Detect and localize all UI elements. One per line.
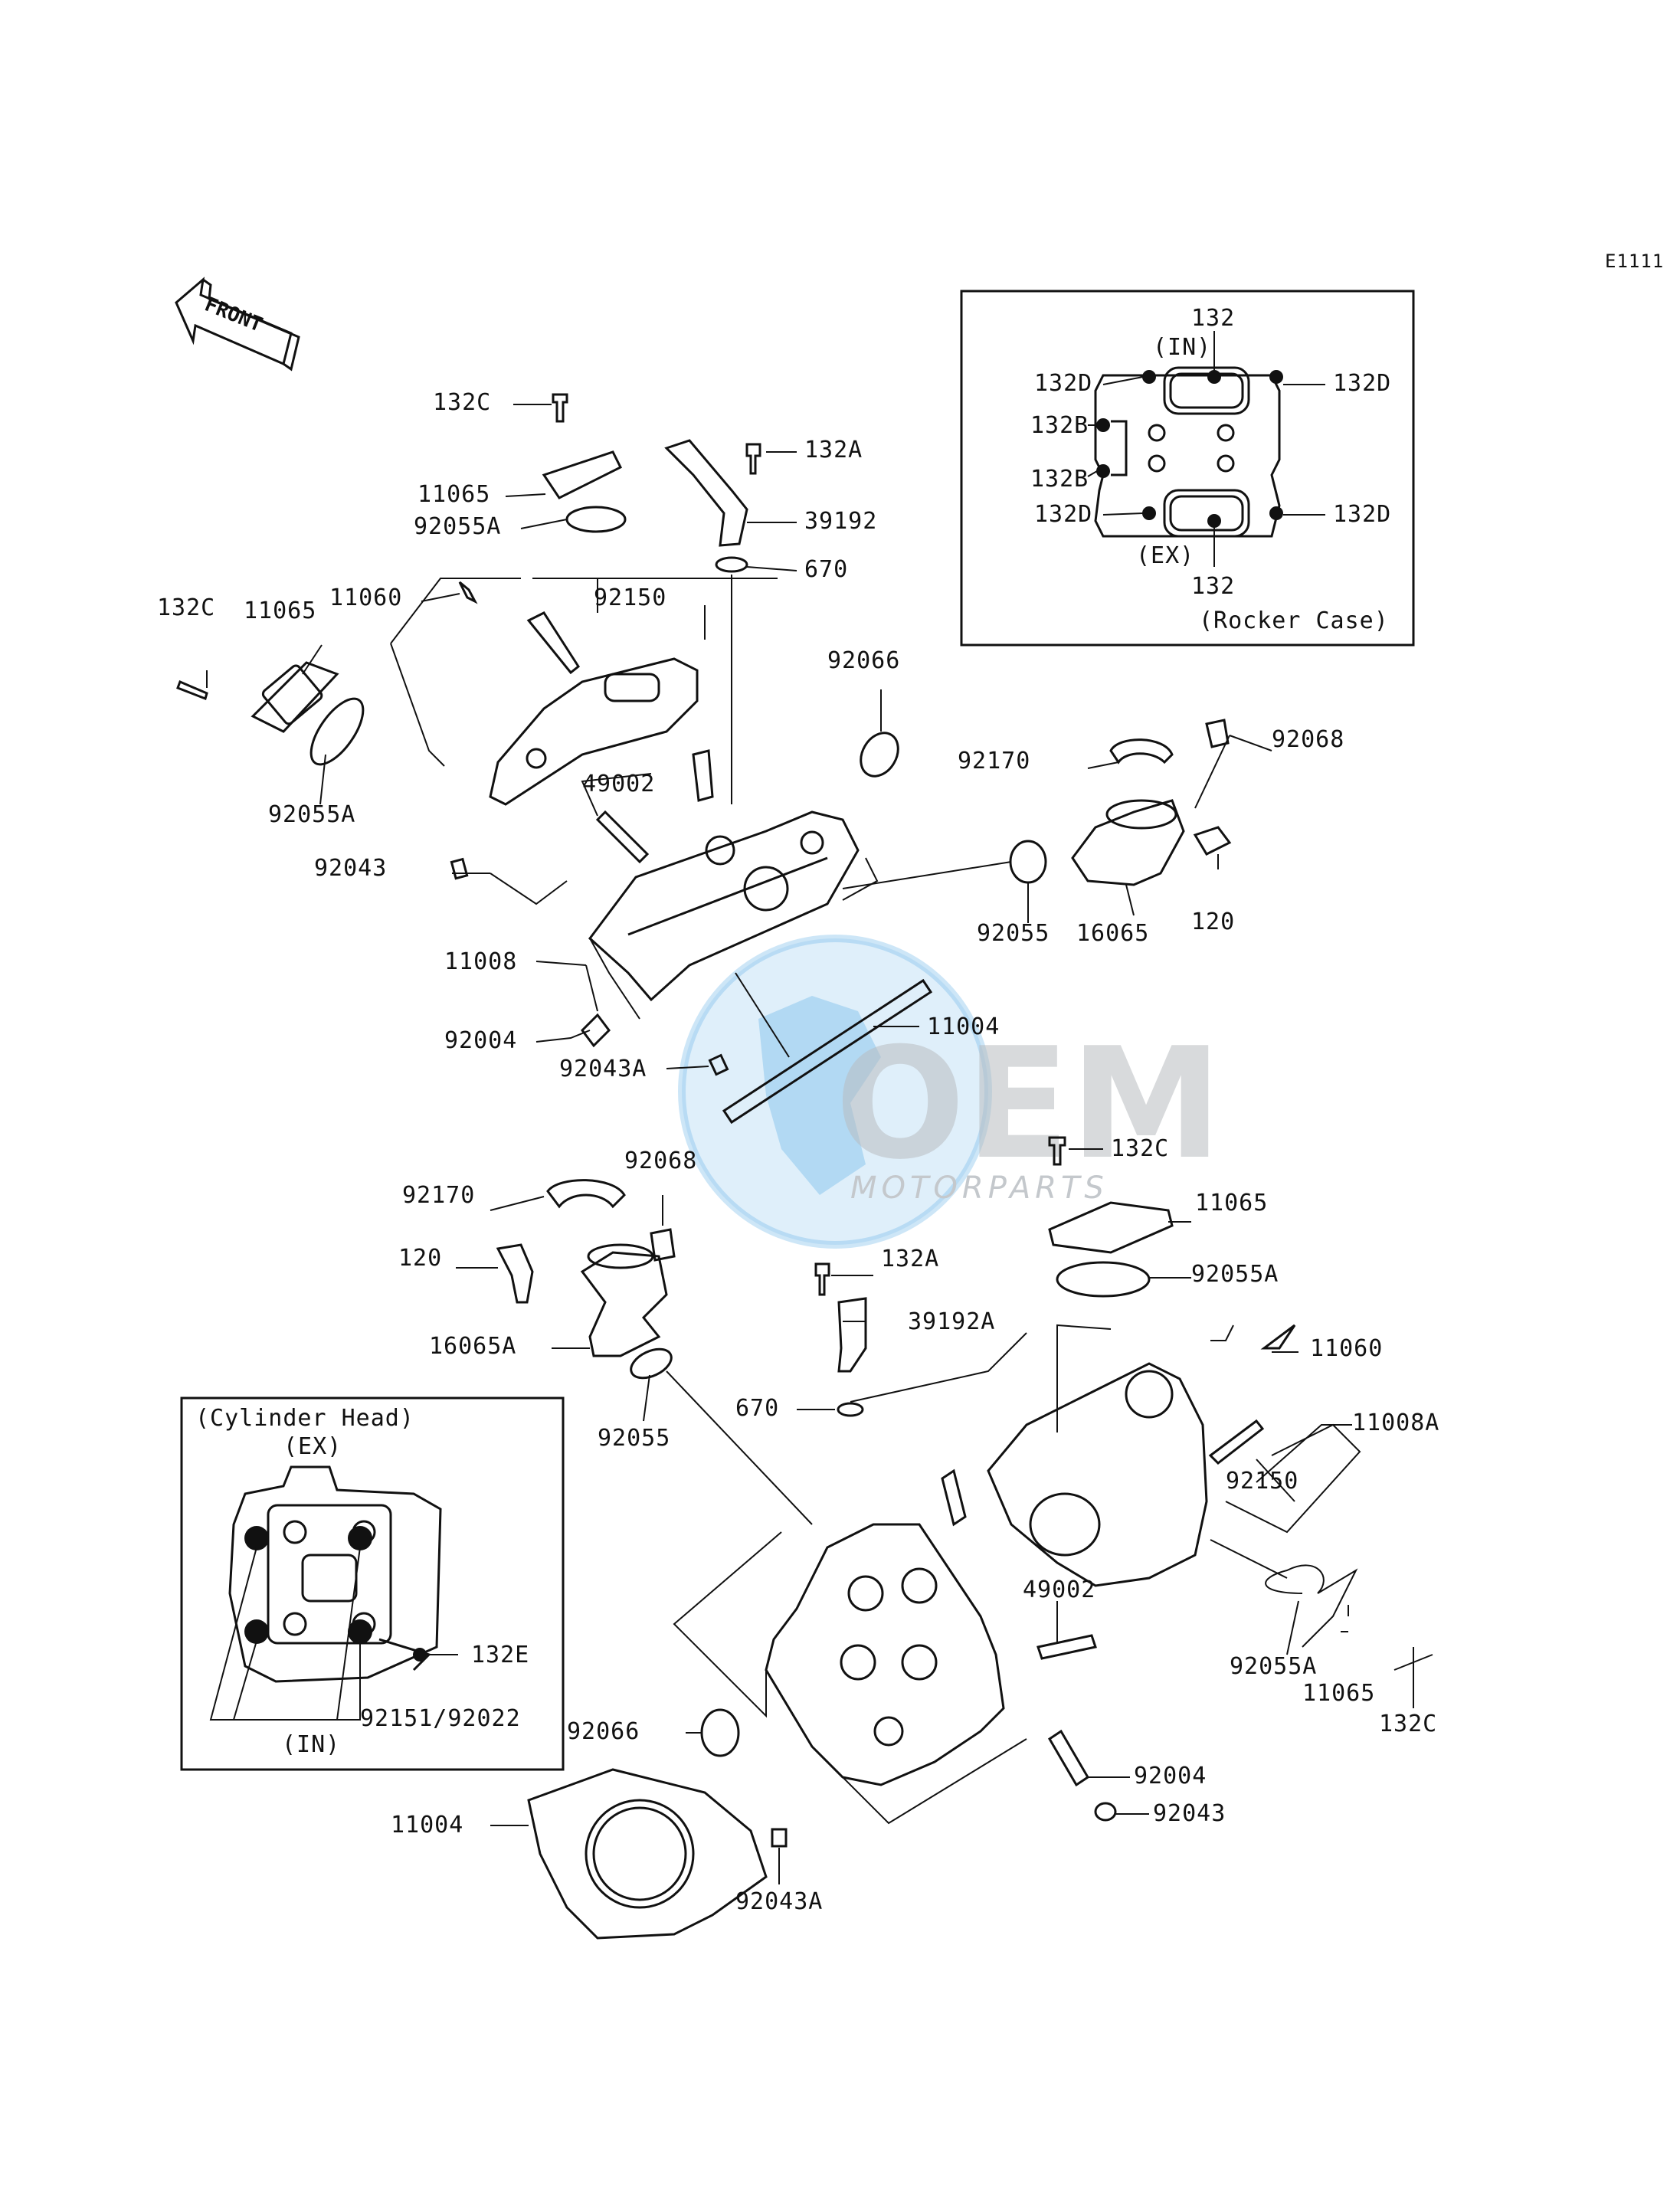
rocker-case-drawing — [1094, 366, 1281, 538]
callout-92055: 92055 — [977, 920, 1050, 947]
label-132d-right-top: 132D — [1333, 370, 1392, 397]
callout-132c-lower-right: 132C — [1379, 1711, 1438, 1737]
callout-11060: 11060 — [329, 584, 403, 611]
diagram-ref: E1111 — [1605, 250, 1665, 272]
callout-92043-lower: 92043 — [1153, 1800, 1226, 1827]
callout-92004: 92004 — [444, 1027, 518, 1054]
label-132-bottom: 132 — [1191, 573, 1236, 600]
rocker-inset-title: (Rocker Case) — [1199, 607, 1389, 634]
label-132d-right-bottom: 132D — [1333, 501, 1392, 528]
upper-leaders — [206, 404, 1272, 1069]
bolt-132b-marker — [1096, 418, 1110, 432]
callout-92055a-left: 92055A — [268, 801, 356, 828]
watermark-subtitle: MOTORPARTS — [850, 1171, 1109, 1206]
callout-92068: 92068 — [1272, 726, 1345, 753]
label-head-ex: (EX) — [283, 1433, 342, 1460]
label-rocker-ex: (EX) — [1136, 542, 1195, 569]
callout-132a-lower: 132A — [881, 1246, 940, 1272]
cylinder-head-drawing — [228, 1465, 442, 1683]
callout-132c-lower: 132C — [1111, 1135, 1170, 1162]
bolt-92151-marker — [244, 1619, 269, 1644]
callout-11065-lower: 11065 — [1195, 1190, 1269, 1216]
callout-120-lower: 120 — [398, 1245, 443, 1272]
bolt-132e-marker — [413, 1648, 427, 1662]
callout-11004: 11004 — [927, 1013, 1000, 1040]
callout-92004-lower: 92004 — [1134, 1763, 1207, 1789]
callout-49002: 49002 — [582, 771, 656, 797]
callout-132c-left: 132C — [157, 594, 216, 621]
callout-11060-lower: 11060 — [1310, 1335, 1384, 1362]
bolt-132d-marker — [1269, 370, 1283, 384]
rocker-bolt-markers — [1096, 370, 1283, 528]
callout-92170-lower: 92170 — [402, 1182, 476, 1209]
label-132e: 132E — [471, 1642, 530, 1668]
label-132d-left-top: 132D — [1034, 370, 1093, 397]
bolt-132d-marker — [1142, 506, 1156, 520]
lower-parts — [496, 1136, 1296, 1940]
callout-132c: 132C — [433, 389, 492, 416]
callout-92150-lower: 92150 — [1226, 1468, 1299, 1495]
front-arrow: FRONT — [175, 277, 300, 372]
callout-92043a-lower: 92043A — [735, 1888, 824, 1915]
head-inset-title: (Cylinder Head) — [195, 1405, 414, 1432]
callout-92055-lower: 92055 — [598, 1425, 671, 1452]
callout-16065: 16065 — [1076, 920, 1150, 947]
lower-leaders — [456, 1148, 1433, 1884]
callout-11004-lower: 11004 — [391, 1812, 464, 1838]
callout-670-lower: 670 — [735, 1395, 780, 1422]
callout-92055a-lower-right: 92055A — [1230, 1653, 1318, 1680]
callout-120: 120 — [1191, 909, 1236, 935]
callout-92066: 92066 — [827, 647, 901, 674]
bolt-92151-marker — [244, 1526, 269, 1550]
callout-49002-lower: 49002 — [1023, 1577, 1096, 1603]
rocker-leaders — [1087, 331, 1325, 567]
callout-92055a: 92055A — [414, 513, 502, 540]
callout-92150: 92150 — [594, 584, 667, 611]
callout-92068-lower: 92068 — [624, 1148, 698, 1174]
callout-39192: 39192 — [804, 508, 878, 535]
head-leaders — [209, 1547, 458, 1721]
bolt-92151-marker — [348, 1526, 372, 1550]
watermark-logo: OEM — [835, 1015, 1223, 1193]
head-inset-frame — [180, 1396, 565, 1771]
callout-92043a: 92043A — [559, 1056, 647, 1082]
callout-11065-left: 11065 — [244, 598, 317, 624]
bolt-132d-marker — [1269, 506, 1283, 520]
callout-16065a: 16065A — [429, 1333, 517, 1360]
callout-92170: 92170 — [958, 748, 1031, 774]
upper-parts — [176, 393, 1232, 1125]
callout-92055a-lower: 92055A — [1191, 1261, 1279, 1288]
callout-11008: 11008 — [444, 948, 518, 975]
watermark: OEM — [678, 935, 1223, 1249]
bolt-132d-marker — [1142, 370, 1156, 384]
label-132b-top: 132B — [1030, 412, 1089, 439]
callout-11065-lower-right: 11065 — [1302, 1680, 1376, 1707]
label-132b-bottom: 132B — [1030, 466, 1089, 493]
callout-92066-lower: 92066 — [567, 1718, 640, 1745]
label-head-in: (IN) — [282, 1731, 341, 1758]
label-132d-left-bottom: 132D — [1034, 501, 1093, 528]
head-bolt-markers — [244, 1526, 427, 1662]
callout-39192a: 39192A — [908, 1308, 996, 1335]
bolt-132-marker — [1207, 514, 1221, 528]
label-92151-92022: 92151/92022 — [360, 1705, 521, 1732]
callout-670: 670 — [804, 556, 849, 583]
label-rocker-in: (IN) — [1153, 334, 1212, 361]
label-132-top: 132 — [1191, 305, 1236, 332]
bolt-92151-marker — [348, 1619, 372, 1644]
callout-132a: 132A — [804, 437, 863, 463]
callout-92043: 92043 — [314, 855, 388, 882]
rocker-inset-frame — [960, 290, 1415, 647]
bolt-132b-marker — [1096, 464, 1110, 478]
bolt-132-marker — [1207, 370, 1221, 384]
callout-11008a: 11008A — [1352, 1410, 1440, 1436]
callout-11065: 11065 — [418, 481, 491, 508]
